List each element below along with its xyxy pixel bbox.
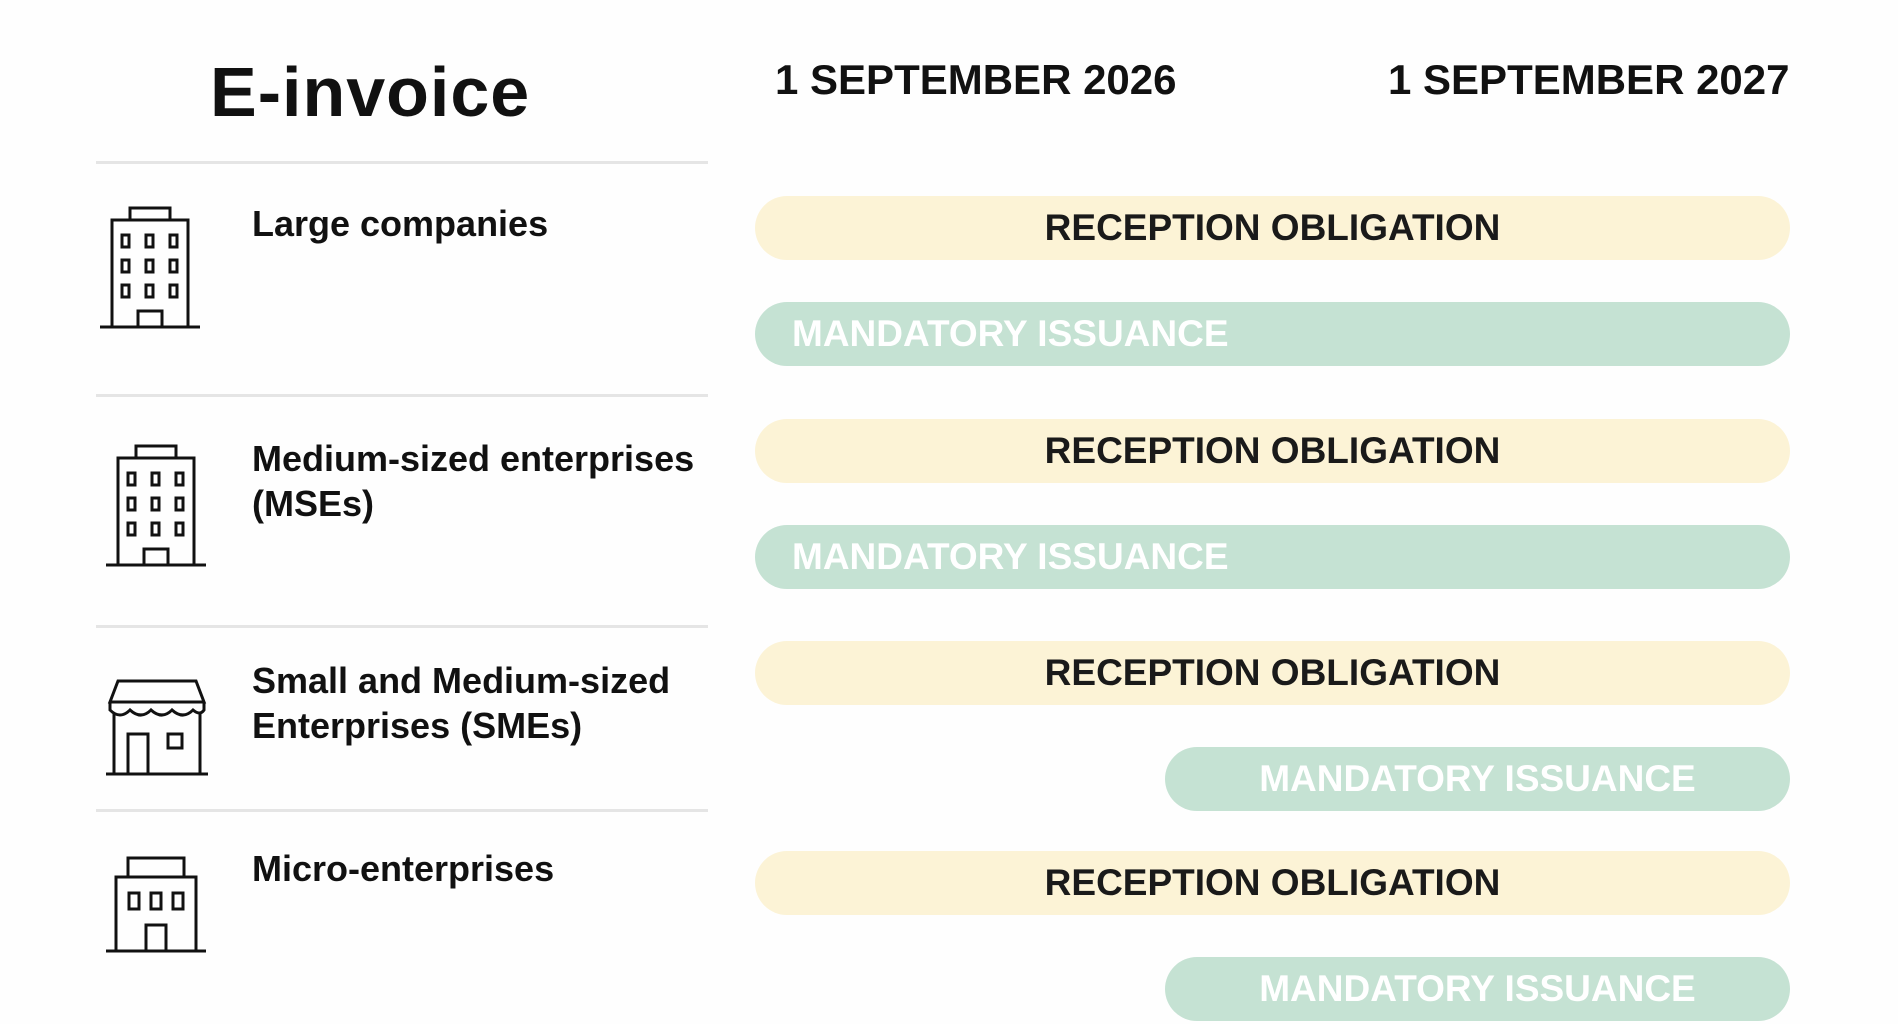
segment-label-medium-sized-enterprises: Medium-sized enterprises (MSEs) [252, 438, 695, 524]
segment-label-large-companies: Large companies [252, 203, 549, 244]
office-building-icon [100, 205, 200, 329]
date-header-2026: 1 SEPTEMBER 2026 [775, 56, 1177, 103]
date-header-2027: 1 SEPTEMBER 2027 [1388, 56, 1790, 103]
mandatory-issuance-bar: MANDATORY ISSUANCE [755, 525, 1790, 589]
segment-label-micro-enterprises: Micro-enterprises [252, 848, 555, 889]
divider [96, 809, 708, 812]
reception-obligation-bar: RECEPTION OBLIGATION [755, 196, 1790, 260]
storefront-icon [106, 678, 208, 776]
divider [96, 394, 708, 397]
small-building-icon [106, 855, 206, 953]
divider [96, 161, 708, 164]
mandatory-issuance-bar: MANDATORY ISSUANCE [755, 302, 1790, 366]
divider [96, 625, 708, 628]
page-title: E-invoice [210, 53, 531, 131]
office-building-icon [106, 443, 206, 567]
reception-obligation-bar: RECEPTION OBLIGATION [755, 419, 1790, 483]
mandatory-issuance-bar: MANDATORY ISSUANCE [1165, 747, 1790, 811]
segment-label-smes: Small and Medium-sized Enterprises (SMEs… [252, 660, 671, 746]
mandatory-issuance-bar: MANDATORY ISSUANCE [1165, 957, 1790, 1021]
reception-obligation-bar: RECEPTION OBLIGATION [755, 851, 1790, 915]
reception-obligation-bar: RECEPTION OBLIGATION [755, 641, 1790, 705]
